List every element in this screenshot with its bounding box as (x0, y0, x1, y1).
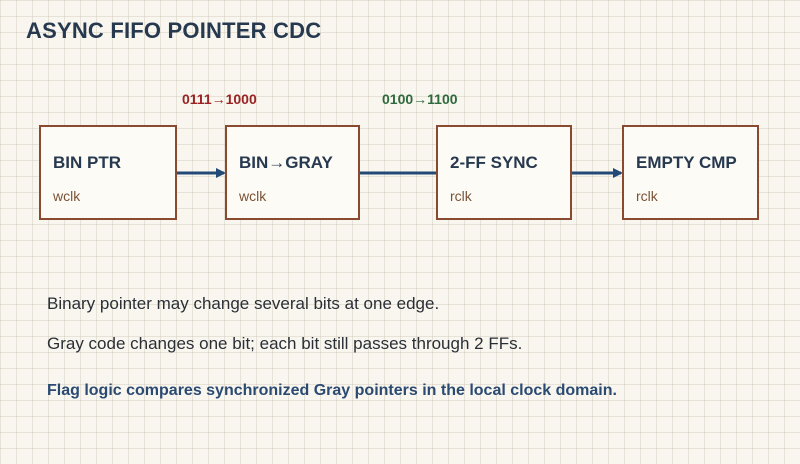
stage-bin-to-gray: BIN→GRAY wclk (225, 125, 360, 220)
stage-clock: wclk (239, 188, 267, 204)
stage-empty-cmp: EMPTY CMP rclk (622, 125, 759, 220)
stage-name: EMPTY CMP (636, 153, 737, 172)
stage-clock: wclk (53, 188, 81, 204)
stage-name: BIN→GRAY (239, 153, 333, 172)
diagram-title: ASYNC FIFO POINTER CDC (26, 18, 322, 43)
stage-clock: rclk (450, 188, 472, 204)
stage-2ff-sync: 2-FF SYNC rclk (436, 125, 572, 220)
stage-name: BIN PTR (53, 153, 121, 172)
note-flag-logic: Flag logic compares synchronized Gray po… (47, 382, 617, 399)
gray-transition-label: 0100→1100 (382, 91, 458, 107)
stage-bin-ptr: BIN PTR wclk (39, 125, 177, 220)
stage-clock: rclk (636, 188, 658, 204)
note-gray-code: Gray code changes one bit; each bit stil… (47, 334, 523, 353)
stage-name: 2-FF SYNC (450, 153, 538, 172)
note-binary-pointer: Binary pointer may change several bits a… (47, 294, 440, 313)
binary-transition-label: 0111→1000 (182, 91, 257, 107)
